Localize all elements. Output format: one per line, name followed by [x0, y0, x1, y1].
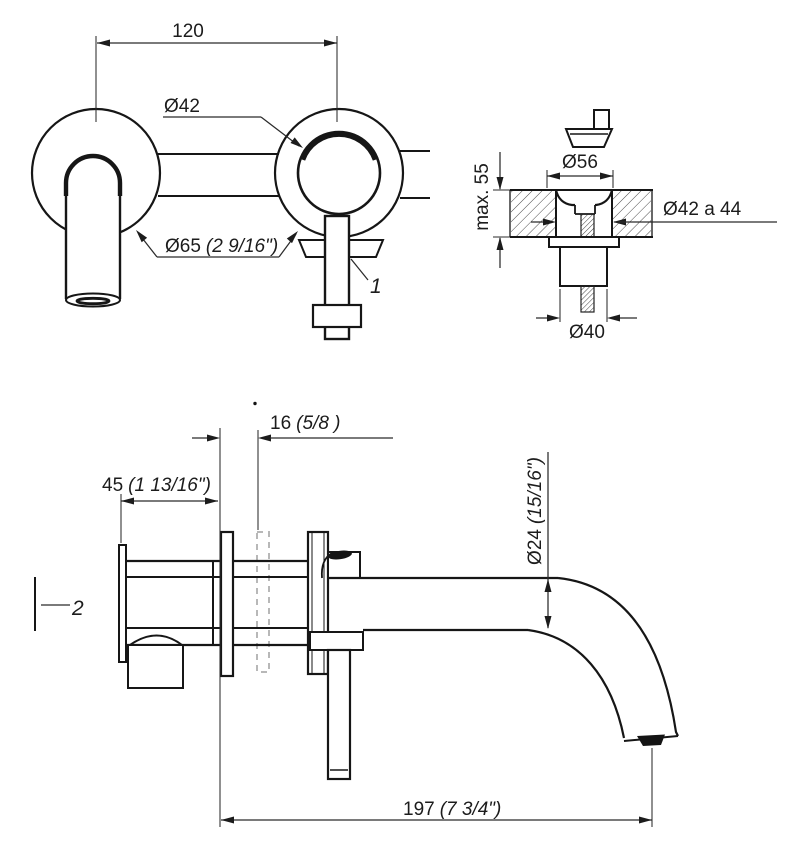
arrowhead — [205, 497, 218, 505]
valve-block — [127, 644, 184, 689]
dim-max-wall-thickness: max. 55 — [472, 152, 510, 268]
callout-label: 2 — [71, 597, 84, 620]
arrowhead — [286, 231, 298, 244]
body-rear-flange — [118, 544, 127, 663]
spout-base-arch — [63, 153, 123, 196]
dim-label: Ø42 a 44 — [663, 199, 742, 220]
aerator-tip — [637, 734, 665, 746]
dim-label: 16(5/8 ) — [270, 413, 341, 434]
dim-center-spacing: 120 — [95, 21, 338, 122]
arrowhead — [544, 579, 552, 592]
escutcheon-plate — [306, 530, 330, 676]
arrowhead — [121, 497, 134, 505]
dim-plate-offset: 16(5/8 ) — [192, 401, 393, 530]
arrowhead — [97, 39, 110, 47]
arrowhead — [547, 314, 560, 322]
wall-hatch-left — [511, 191, 555, 236]
spout-outlet-opening — [75, 296, 111, 306]
dim-recess-diameter: Ø56 — [546, 152, 614, 188]
handle-trim-heavy-arc — [300, 131, 378, 161]
callout-handle: 1 — [350, 258, 382, 298]
finished-wall-dashed — [256, 531, 270, 673]
recess-cup-rim — [595, 189, 614, 207]
callout-label: 1 — [370, 275, 382, 298]
dim-label: 45(1 13/16") — [102, 475, 211, 496]
stray-dot — [253, 401, 257, 406]
arrowhead — [221, 816, 234, 824]
arrowhead — [258, 434, 271, 442]
lever-handle — [326, 648, 352, 781]
threaded-rod-upper — [580, 213, 595, 238]
dim-spout-diameter: Ø24(15/16") — [525, 452, 552, 629]
arrowhead — [600, 172, 613, 180]
arrowhead — [290, 137, 303, 148]
dim-label: Ø42 — [164, 96, 200, 117]
arrowhead — [544, 616, 552, 629]
handle-part-base — [564, 128, 614, 148]
arrowhead — [543, 218, 556, 226]
mounting-plate — [219, 530, 235, 678]
handle-part-stub — [593, 109, 610, 130]
arrowhead — [496, 177, 504, 190]
leader-line — [350, 258, 369, 281]
dim-label: Ø65(2 9/16") — [165, 236, 278, 257]
front-view: 120 Ø42 Ø65(2 9/16") 1 — [30, 21, 430, 341]
arrowhead — [547, 172, 560, 180]
recess-cup-rim — [554, 189, 575, 207]
handle-lever-collar — [311, 303, 363, 329]
arrowhead — [207, 434, 220, 442]
valve-dome — [129, 634, 183, 646]
lever-boss — [309, 631, 364, 651]
arrowhead — [607, 314, 620, 322]
label-escutcheon-diameter: Ø65(2 9/16") — [136, 230, 298, 258]
spout-tube-mask — [66, 156, 120, 300]
arrowhead — [639, 816, 652, 824]
arrowhead — [496, 237, 504, 250]
dim-label: Ø24(15/16") — [525, 457, 546, 565]
dim-hole-diameter: Ø42 a 44 — [531, 199, 777, 226]
spout-outer-curve — [557, 576, 679, 737]
mounting-flange — [548, 236, 620, 248]
callout-body: 2 — [34, 577, 84, 631]
dim-label: 120 — [172, 21, 204, 42]
handle-cap — [328, 550, 352, 560]
side-view: 2 16(5/8 ) — [34, 401, 679, 827]
body-cylinder — [559, 246, 608, 287]
dim-label: max. 55 — [472, 163, 493, 231]
section-view: Ø56 max. 55 — [472, 109, 777, 343]
dim-spout-reach: 197(7 3/4") — [221, 748, 653, 827]
label-trim-diameter: Ø42 — [163, 96, 303, 148]
threaded-rod-lower — [580, 285, 595, 313]
dim-label: Ø40 — [569, 322, 605, 343]
dim-thread-diameter: Ø40 — [536, 289, 637, 343]
arrowhead — [324, 39, 337, 47]
arrowhead — [136, 230, 148, 243]
spout-inner-curve — [527, 628, 626, 739]
dim-label: Ø56 — [562, 152, 598, 173]
wall-hatch-right — [613, 191, 651, 236]
dim-rough-depth: 45(1 13/16") — [102, 475, 218, 543]
dim-label: 197(7 3/4") — [403, 799, 501, 820]
